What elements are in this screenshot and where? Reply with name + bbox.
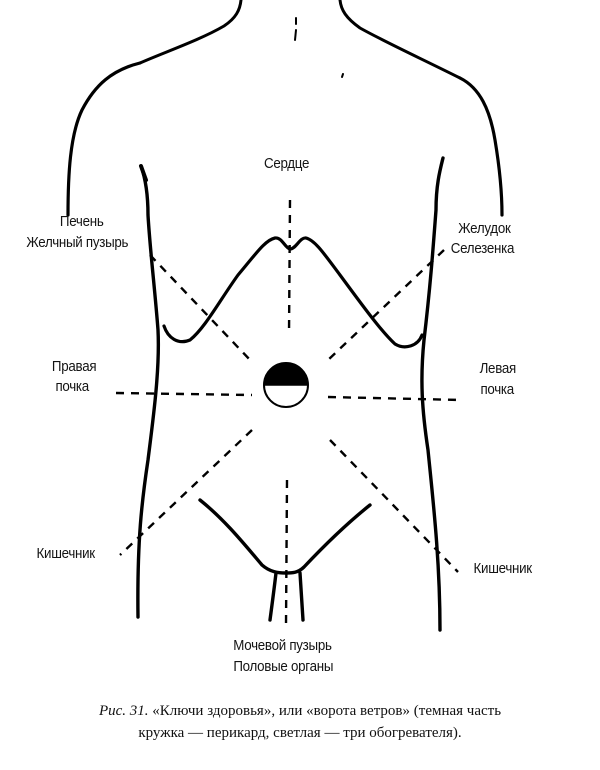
shoulder-left-outline [66,61,142,217]
torso-right-side [420,156,445,632]
label-liver: Печень [59,214,104,230]
dash-liver [149,254,253,363]
torso-left-armpit [139,164,148,182]
label-genitals: Половые органы [233,659,334,675]
label-spleen: Селезенка [450,241,515,257]
label-left-kidney-1: Левая [479,361,517,377]
label-right-kidney-2: почка [55,379,89,395]
label-right-kidney-1: Правая [51,359,97,375]
label-heart: Сердце [263,156,310,172]
neck-mark [294,17,297,41]
ribcage-outline [162,236,424,349]
dash-heart [287,199,292,336]
label-stomach: Желудок [458,221,511,237]
figure-caption: Рис. 31. «Ключи здоровья», или «ворота в… [0,700,600,744]
caption-text-1: «Ключи здоровья», или «ворота ветров» (т… [152,703,502,719]
neck-left-outline [138,0,243,65]
label-intestine-left: Кишечник [36,546,96,562]
circle-dark-half [264,363,308,385]
dash-bladder [284,479,289,626]
torso-left-side [136,164,161,619]
circle-light-half [264,385,308,407]
torso-diagram [66,0,504,632]
label-intestine-right: Кишечник [473,561,533,577]
dash-right-kidney [115,391,253,397]
shoulder-right-outline [458,76,504,217]
neck-mark-small [341,73,344,78]
groin-outline [198,498,372,575]
label-left-kidney-2: почка [480,382,514,398]
neck-right-outline [338,0,462,80]
caption-line-1: Рис. 31. «Ключи здоровья», или «ворота в… [0,700,600,722]
caption-line-2: кружка — перикард, светлая — три обогрев… [138,725,462,741]
dash-intestine-right [329,439,459,573]
label-gallbladder: Желчный пузырь [26,235,129,251]
center-circle [263,362,309,408]
leg-inner-left [268,571,278,622]
dash-intestine-left [119,429,253,556]
dash-stomach [327,249,445,361]
dash-left-kidney [327,395,463,402]
label-bladder: Мочевой пузырь [233,638,332,654]
leg-inner-right [298,571,305,622]
figure-number: Рис. 31. [98,703,149,719]
